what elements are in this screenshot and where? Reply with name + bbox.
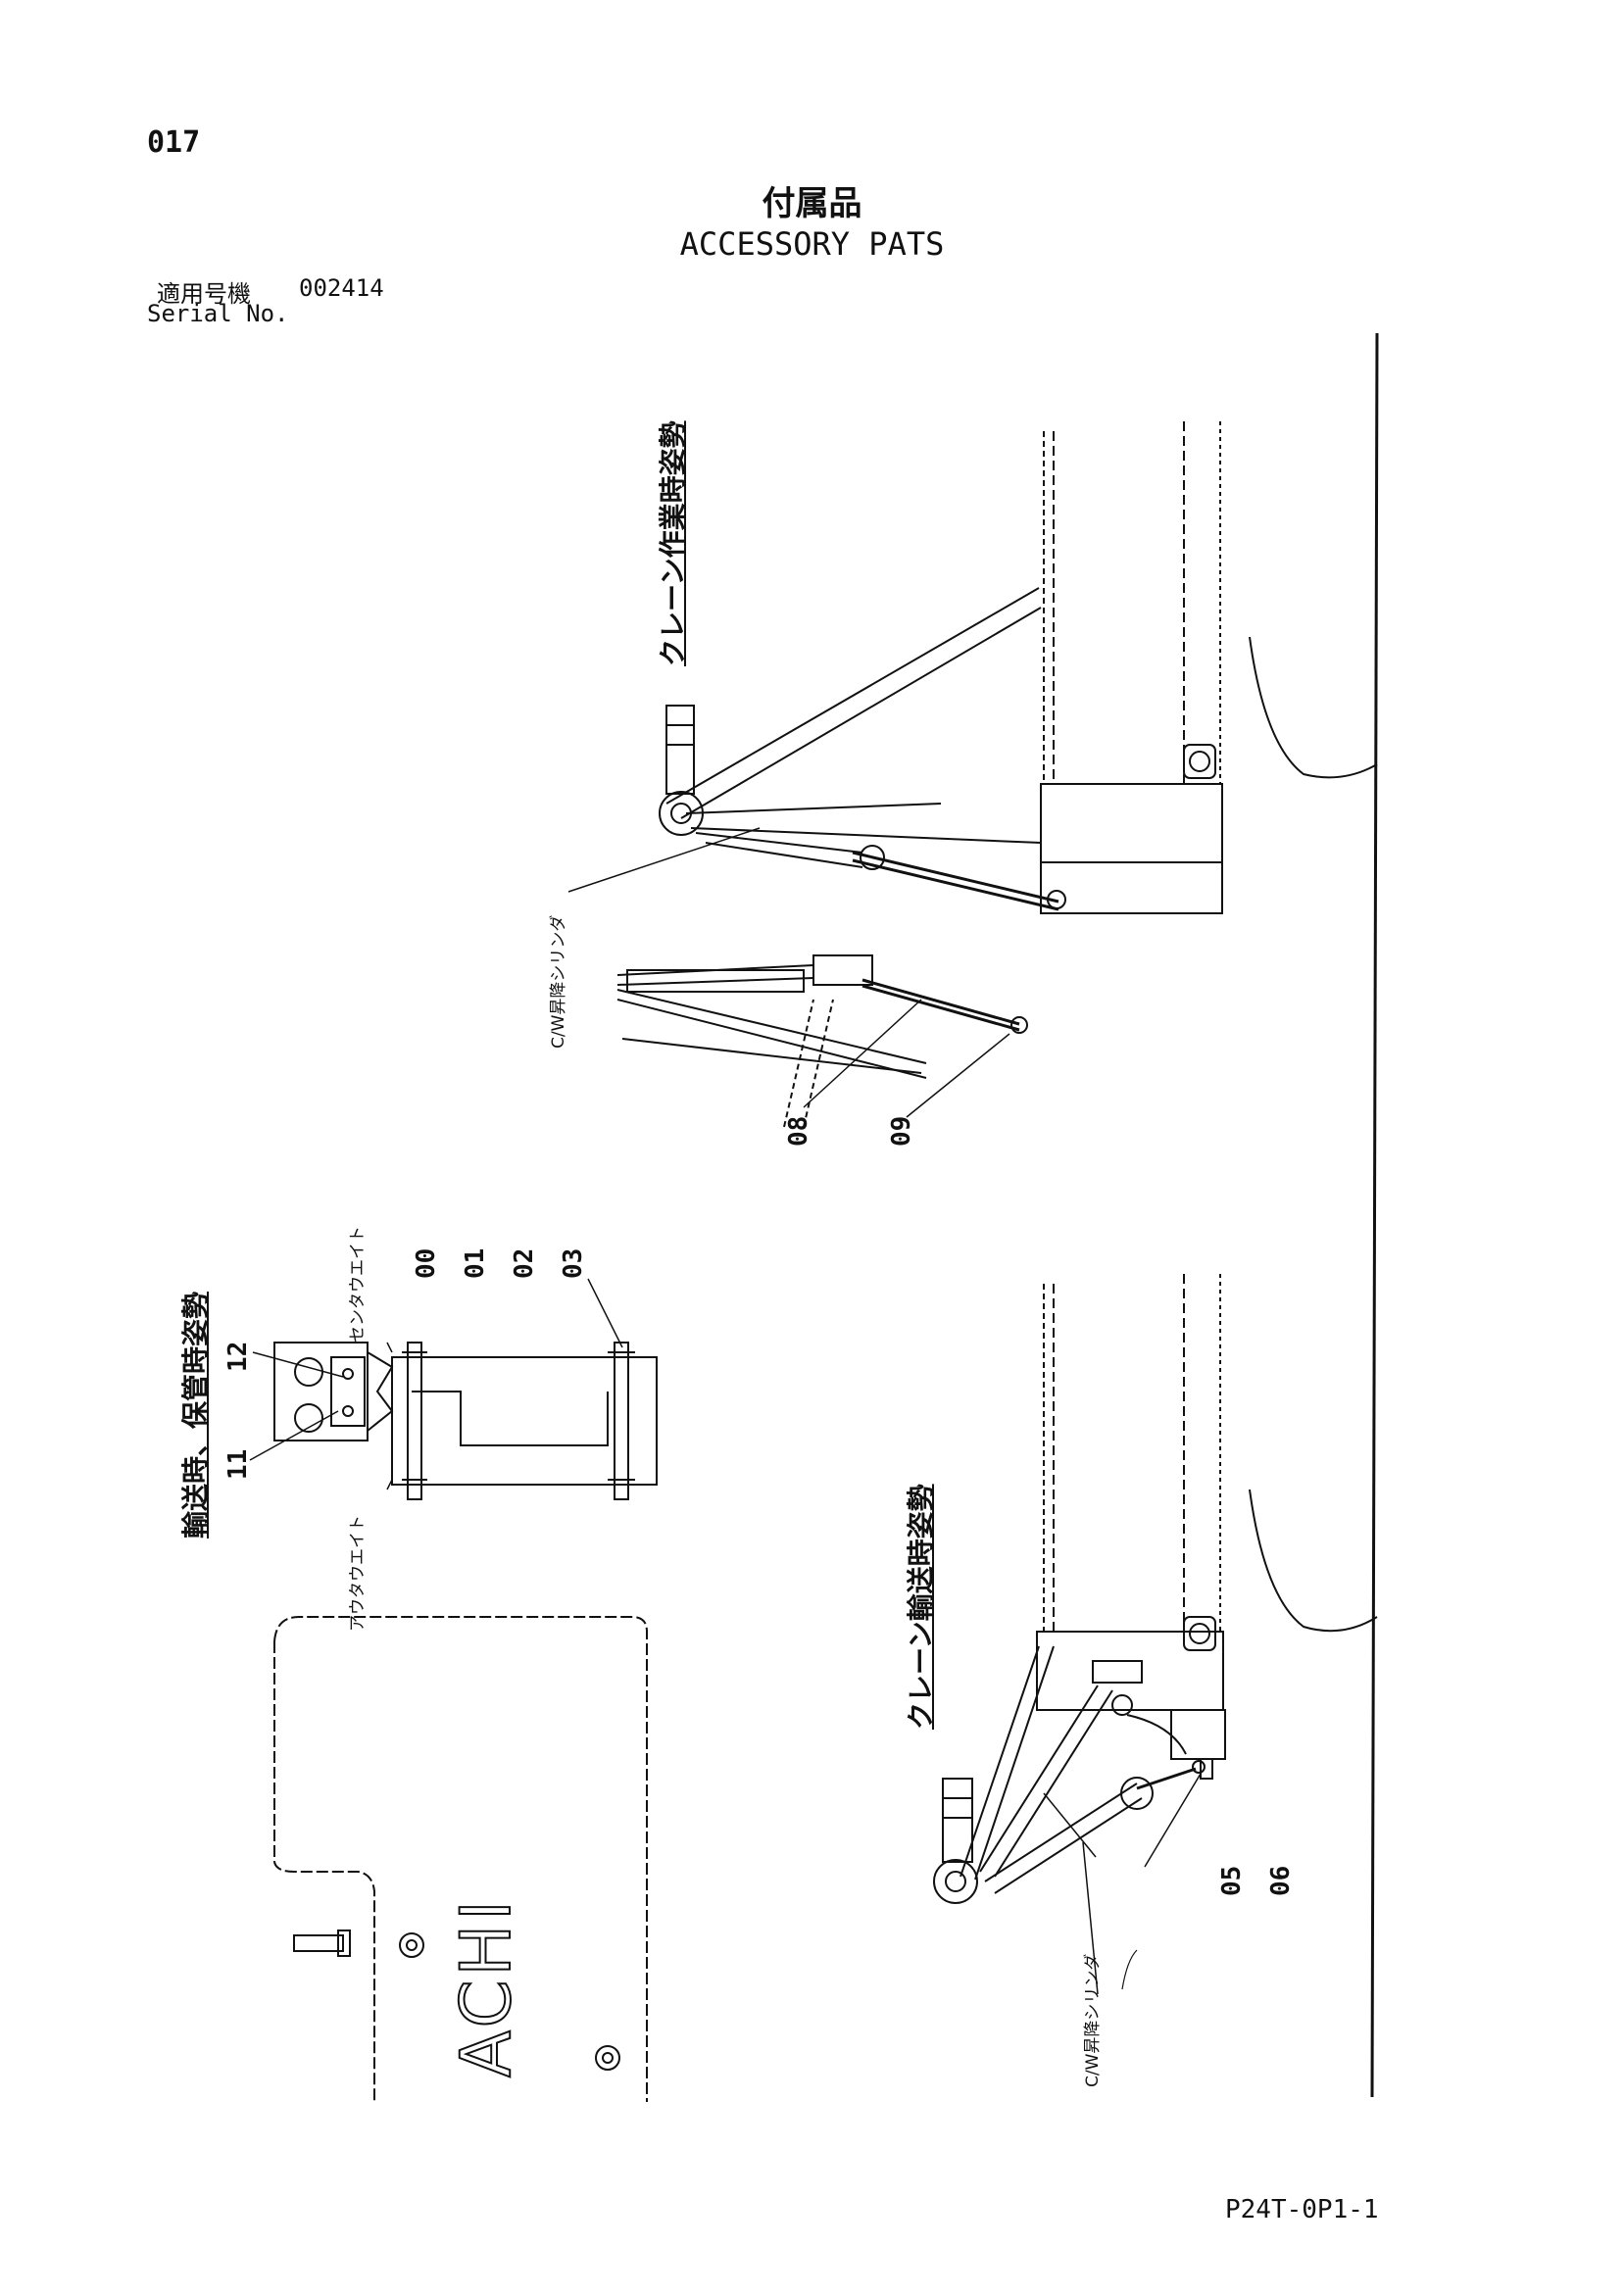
drawing-code: P24T-0P1-1 — [1225, 2195, 1379, 2224]
crane-transport-view-title: クレーン輸送時姿勢 — [905, 1484, 937, 1730]
crane-transport-cylinder-label: C/W昇降シリンダ — [1083, 1953, 1103, 2087]
serial-label-english: Serial No. — [147, 300, 289, 327]
machine-body — [273, 1616, 648, 2102]
crane-work-cylinder-label: C/W昇降シリンダ — [549, 914, 568, 1049]
part-number-05: 05 — [1217, 1865, 1247, 1896]
storage-view-title: 輸送時、保管時姿勢 — [179, 1291, 212, 1539]
outer-weight-label: アウタウエイト — [348, 1515, 368, 1632]
part-number-00: 00 — [412, 1247, 441, 1279]
frame-line — [1370, 332, 1379, 2098]
part-number-02: 02 — [510, 1247, 539, 1279]
part-number-06: 06 — [1266, 1865, 1296, 1896]
crane-work-view-title: クレーン作業時姿勢 — [657, 420, 689, 666]
center-weight-label: センタウエイト — [348, 1226, 368, 1343]
crane-transport-view — [933, 1274, 1378, 1995]
part-number-01: 01 — [461, 1247, 490, 1279]
storage-view — [249, 1278, 658, 1500]
part-number-12: 12 — [223, 1341, 253, 1372]
page-number: 017 — [147, 125, 201, 160]
title-japanese: 付属品 — [762, 184, 862, 223]
machine-logo-text: ACHI — [445, 1895, 527, 2078]
part-number-11: 11 — [223, 1448, 253, 1480]
title-english: ACCESSORY PATS — [679, 225, 945, 263]
part-number-08: 08 — [784, 1115, 813, 1147]
serial-label-japanese: 適用号機 — [157, 280, 251, 308]
part-number-03: 03 — [559, 1247, 588, 1279]
part-number-09: 09 — [887, 1115, 916, 1147]
crane-work-view — [567, 421, 1378, 914]
serial-value: 002414 — [299, 274, 384, 302]
chain-detail — [616, 954, 1028, 1128]
